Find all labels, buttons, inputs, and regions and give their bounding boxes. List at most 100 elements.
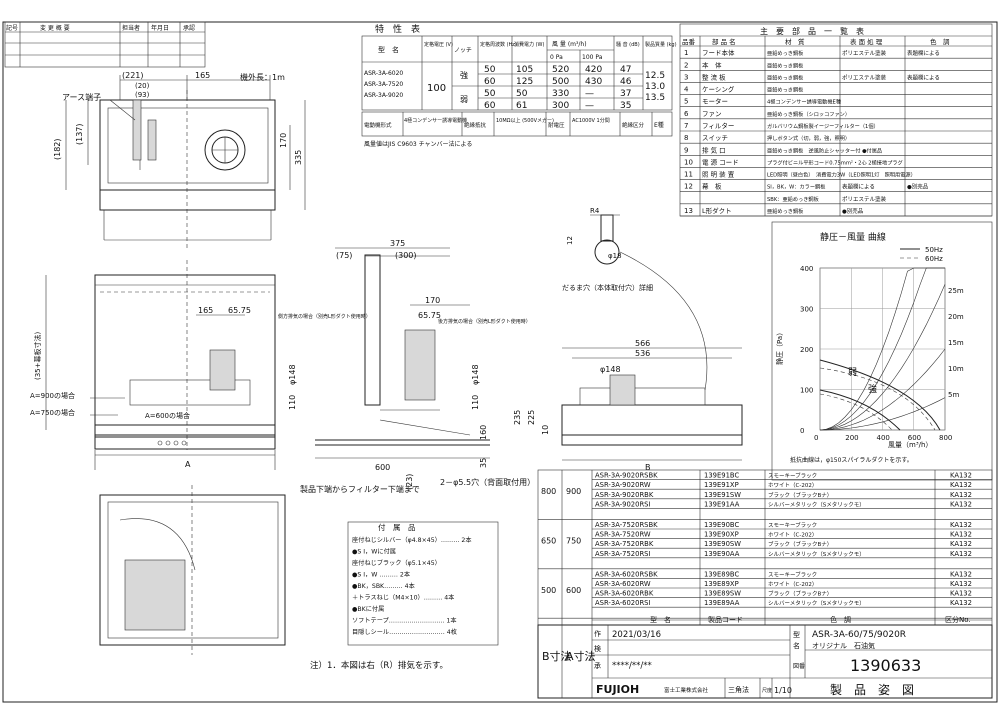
variant-code: 139E89SW bbox=[704, 590, 741, 598]
variant-model: ASR-3A-9020RBK bbox=[595, 491, 654, 499]
parts-name: 照 明 装 置 bbox=[702, 170, 735, 179]
pq-title: 静圧－風量 曲線 bbox=[820, 231, 886, 243]
spec-freq: 50 bbox=[484, 65, 496, 75]
variant-color: スモーキーブラック bbox=[768, 570, 817, 578]
spec-airflow-0: 520 bbox=[552, 65, 569, 75]
accessory-line: ●S I，Wに付属 bbox=[352, 548, 396, 556]
spec-h-airflow-0: 0 Pa bbox=[550, 54, 563, 61]
spec-notch-strong: 強 bbox=[460, 70, 468, 80]
parts-color: 表題欄による bbox=[907, 49, 940, 57]
rev-h-person: 担当者 bbox=[122, 24, 140, 32]
variant-class: KA132 bbox=[950, 491, 972, 499]
parts-material: 亜鉛めっき鋼板 bbox=[767, 61, 804, 69]
accessory-line: ＋トラスねじ（M4×10）……… 4本 bbox=[352, 594, 454, 602]
variant-code: 139E90XP bbox=[704, 531, 739, 539]
spec-h-mass: 製品質量 (kg) bbox=[645, 41, 677, 48]
parts-no: 12 bbox=[684, 183, 693, 191]
spec-freq: 50 bbox=[484, 89, 496, 99]
variant-code: 139E90BC bbox=[704, 521, 739, 529]
pq-duct-label: 15m bbox=[948, 339, 964, 347]
pq-legend-50: 50Hz bbox=[925, 246, 943, 254]
spec-h-power: 消費電力 (W) bbox=[514, 41, 544, 48]
variants-h-code: 製品コード bbox=[708, 615, 743, 624]
parts-no: 9 bbox=[684, 146, 688, 154]
variants-h-color: 色 調 bbox=[830, 615, 851, 624]
variant-b-dim: 500 bbox=[541, 586, 556, 595]
accessory-line: 座付ねじシルバー（φ4.8×45）……… 2本 bbox=[352, 536, 472, 544]
parts-material: 亜鉛めっき鋼板 bbox=[767, 73, 804, 81]
tb-made: 作 bbox=[594, 629, 601, 638]
title-block: B寸法 A寸法 作 2021/03/16 検 承 ****/**/** FUJI… bbox=[537, 624, 993, 699]
tb-type-value: ASR-3A-60/75/9020R bbox=[812, 630, 906, 640]
pq-duct-label: 5m bbox=[948, 391, 959, 399]
dim-35: 35 bbox=[479, 458, 488, 468]
parts-name: ケーシング bbox=[702, 85, 735, 94]
pq-xtick: 400 bbox=[877, 434, 890, 442]
variant-b-dim: 800 bbox=[541, 487, 556, 496]
spec-power: 125 bbox=[516, 77, 533, 87]
parts-h-mat: 材 質 bbox=[785, 37, 805, 46]
variant-class: KA132 bbox=[950, 580, 972, 588]
variant-color: シルバーメタリック（Sメタリックモ） bbox=[768, 550, 865, 558]
spec-insulation-value: 10MΩ以上 (500Vメガー) bbox=[496, 117, 554, 124]
label-rear-exhaust: 後方排気の場合（別売L形ダクト使用時） bbox=[438, 318, 531, 325]
parts-name: スイッチ bbox=[702, 134, 728, 142]
variant-code: 139E89BC bbox=[704, 570, 739, 578]
parts-material: 亜鉛めっき鋼板（シロッコファン） bbox=[767, 110, 850, 118]
dim-375: 375 bbox=[390, 239, 405, 248]
parts-title: 主 要 部 品 一 覧 表 bbox=[760, 26, 864, 36]
variants-h-cls: 区分No. bbox=[945, 615, 971, 624]
accessory-line: ●BKに付属 bbox=[352, 605, 384, 613]
parts-no: 10 bbox=[684, 158, 693, 166]
side-view: 375 (300) (75) 170 65.75 側方排気の場合（別売L形ダクト… bbox=[278, 239, 535, 494]
dim-148c: φ148 bbox=[600, 365, 621, 374]
variant-model: ASR-3A-9020RSI bbox=[595, 500, 650, 508]
variant-model: ASR-3A-9020RW bbox=[595, 481, 651, 489]
tb-name-value: オリジナル 石油気 bbox=[812, 641, 875, 650]
pq-xtick: 600 bbox=[908, 434, 921, 442]
variant-model: ASR-3A-7520RW bbox=[595, 531, 651, 539]
dim-23: (23) bbox=[405, 474, 414, 490]
dim-A: A bbox=[185, 460, 191, 469]
plan-view bbox=[99, 485, 286, 655]
pq-duct-label: 10m bbox=[948, 365, 964, 373]
pq-ytick: 200 bbox=[800, 346, 813, 354]
parts-name: 排 気 口 bbox=[702, 145, 726, 154]
spec-freq: 60 bbox=[484, 77, 496, 87]
parts-no: 6 bbox=[684, 110, 689, 118]
tb-drawing-no-label: 図番 bbox=[793, 663, 805, 670]
dim-side-6575: 65.75 bbox=[418, 311, 441, 320]
label-a750: A=750の場合 bbox=[30, 408, 75, 417]
spec-airflow-0: 330 bbox=[552, 89, 569, 99]
variant-color: ブラック（ブラックBナ） bbox=[768, 491, 832, 499]
parts-name: ファン bbox=[702, 110, 722, 118]
parts-material: 亜鉛めっき鋼板 bbox=[767, 207, 804, 215]
parts-material: 亜鉛めっき鋼板 逆風防止シャッター付 ●付属品 bbox=[767, 146, 882, 154]
parts-material: プラグ付ビニル平形コード0.75mm²・2心 2極接地プラグ bbox=[767, 158, 903, 166]
tb-drawing-no: 1390633 bbox=[850, 656, 921, 675]
parts-material: LED照明（昼白色） 消費電力3W（LED照明1灯 照明用電源） bbox=[767, 171, 916, 179]
dim-335: 335 bbox=[294, 150, 303, 165]
variant-color: スモーキーブラック bbox=[768, 521, 817, 529]
dim-160: 160 bbox=[479, 425, 488, 440]
parts-material: ガルバリウム鋼板製イージーフィルター（1個） bbox=[767, 122, 879, 130]
keyhole-detail: R4 12 φ18 だるま穴（本体取付穴）詳細 bbox=[562, 207, 708, 391]
pq-xtick: 0 bbox=[814, 434, 818, 442]
spec-airflow-100: 420 bbox=[585, 65, 602, 75]
variant-model: ASR-3A-6020RW bbox=[595, 580, 651, 588]
dim-93: (93) bbox=[135, 91, 150, 99]
label-a600: A=600の場合 bbox=[145, 411, 190, 420]
parts-no: 11 bbox=[684, 171, 693, 179]
variant-class: KA132 bbox=[950, 500, 972, 508]
parts-material: 亜鉛めっき鋼板 bbox=[767, 49, 804, 57]
tb-projection: 三角法 bbox=[728, 685, 749, 694]
variant-code: 139E89AA bbox=[704, 599, 740, 607]
spec-mass-2: 13.0 bbox=[645, 82, 665, 92]
spec-airflow-0: 500 bbox=[552, 77, 569, 87]
spec-note: 風量値はJIS C9603 チャンバー法による bbox=[364, 140, 472, 148]
dim-536: 536 bbox=[635, 349, 650, 358]
variant-code: 139E91SW bbox=[704, 491, 741, 499]
tb-company: 富士工業株式会社 bbox=[664, 686, 709, 694]
parts-material: 押しボタン式（切，弱，強，照明） bbox=[767, 134, 850, 142]
